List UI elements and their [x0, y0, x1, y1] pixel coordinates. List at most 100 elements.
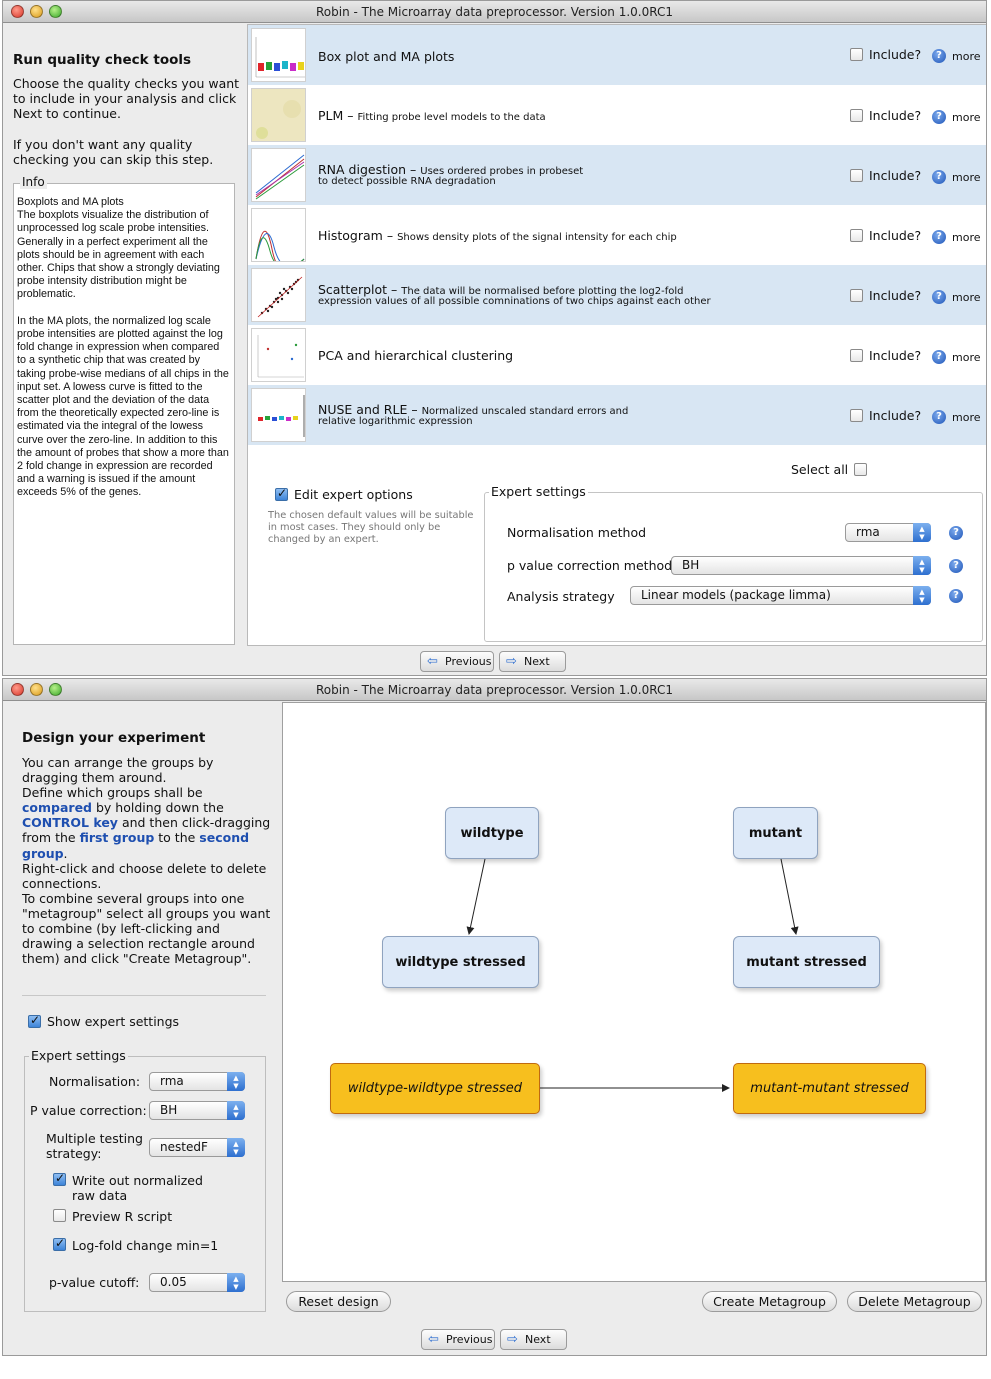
include-label: Include? [869, 408, 922, 423]
more-label: more [952, 170, 981, 184]
quality-check-list: Box plot and MA plots Include? ?more PLM… [247, 24, 986, 646]
show-expert-settings-row[interactable]: Show expert settings [28, 1013, 179, 1029]
write-out-checkbox[interactable] [53, 1171, 66, 1186]
edit-expert-label: Edit expert options [294, 487, 413, 502]
normalisation-select[interactable]: rma ▲▼ [845, 523, 931, 542]
qc-description: Uses ordered probes in probeset [420, 166, 584, 177]
include-checkbox[interactable] [850, 48, 863, 61]
minimize-window-button[interactable] [30, 683, 43, 696]
boxplot-thumbnail [251, 28, 306, 82]
previous-button[interactable]: ⇦Previous [421, 1329, 495, 1350]
include-checkbox-row[interactable]: Include? [850, 47, 921, 62]
select-arrows-icon: ▲▼ [913, 586, 931, 605]
normalisation-select[interactable]: rma▲▼ [149, 1072, 245, 1091]
multiple-testing-value: nestedF [160, 1140, 208, 1154]
select-all-checkbox[interactable] [854, 463, 868, 476]
more-link[interactable]: ?more [932, 110, 981, 124]
qc-description: Shows density plots of the signal intens… [397, 232, 677, 243]
next-button[interactable]: ⇨Next [499, 651, 566, 672]
edge-wildtype-to-wildtype-stressed[interactable] [466, 858, 486, 935]
more-link[interactable]: ?more [932, 230, 981, 244]
more-link[interactable]: ? more [932, 410, 981, 424]
include-checkbox[interactable] [850, 109, 863, 122]
next-button[interactable]: ⇨Next [500, 1329, 567, 1350]
qc-row-rna-digestion: RNA digestion – Uses ordered probes in p… [248, 145, 986, 205]
design-canvas[interactable]: wildtype mutant wildtype stressed mutant… [282, 702, 986, 1282]
more-label: more [952, 350, 981, 364]
show-expert-checkbox[interactable] [28, 1013, 41, 1028]
include-checkbox-row[interactable]: Include? [850, 288, 921, 303]
pvalue-correction-select[interactable]: BH▲▼ [671, 556, 931, 575]
analysis-strategy-value: Linear models (package limma) [641, 588, 831, 602]
close-window-button[interactable] [11, 5, 24, 18]
include-checkbox[interactable] [850, 409, 863, 422]
more-label: more [952, 290, 981, 304]
qc-description: Normalized unscaled standard errors and [421, 406, 629, 417]
write-out-label: Write out normalized raw data [72, 1173, 203, 1203]
previous-button[interactable]: ⇦Previous [420, 651, 494, 672]
log-fold-change-checkbox[interactable] [53, 1236, 66, 1251]
skip-text: If you don't want any quality checking y… [13, 137, 214, 167]
close-window-button[interactable] [11, 683, 24, 696]
window-title: Robin - The Microarray data preprocessor… [315, 5, 674, 19]
select-arrows-icon: ▲▼ [913, 523, 931, 542]
select-all-checkbox-row[interactable]: Select all [791, 462, 868, 477]
preview-r-script-row[interactable]: Preview R script [53, 1209, 172, 1224]
group-node-wildtype-stressed[interactable]: wildtype stressed [382, 936, 539, 988]
include-checkbox[interactable] [850, 289, 863, 302]
more-label: more [952, 410, 981, 424]
pvalue-cutoff-select[interactable]: 0.05▲▼ [149, 1273, 245, 1292]
pvalue-correction-select[interactable]: BH▲▼ [149, 1101, 245, 1120]
include-checkbox[interactable] [850, 229, 863, 242]
edit-expert-checkbox[interactable] [275, 486, 288, 501]
divider [22, 995, 266, 996]
expert-settings-box: Expert settings Normalisation: rma▲▼ P v… [24, 1048, 266, 1312]
minimize-window-button[interactable] [30, 5, 43, 18]
reset-design-button[interactable]: Reset design [286, 1291, 391, 1312]
group-node-mutant-stressed[interactable]: mutant stressed [733, 936, 880, 988]
qc-description-line2: to detect possible RNA degradation [318, 176, 496, 187]
edge-mutant-to-mutant-stressed[interactable] [780, 858, 799, 935]
more-link[interactable]: ?more [932, 49, 981, 63]
include-checkbox-row[interactable]: Include? [850, 108, 921, 123]
help-icon: ? [932, 410, 946, 424]
normalisation-value: rma [160, 1074, 184, 1088]
normalisation-value: rma [856, 525, 880, 539]
preview-r-script-checkbox[interactable] [53, 1209, 66, 1222]
help-icon[interactable]: ? [949, 589, 963, 603]
metagroup-mutant[interactable]: mutant-mutant stressed [733, 1063, 926, 1114]
group-node-wildtype[interactable]: wildtype [445, 807, 539, 859]
metagroup-wildtype[interactable]: wildtype-wildtype stressed [330, 1063, 540, 1114]
expert-settings-label: Expert settings [29, 1048, 128, 1063]
analysis-strategy-label: Analysis strategy [507, 589, 615, 604]
group-node-mutant[interactable]: mutant [733, 807, 818, 859]
info-text: Boxplots and MA plots The boxplots visua… [17, 196, 229, 499]
more-link[interactable]: ?more [932, 170, 981, 184]
more-label: more [952, 230, 981, 244]
instructions-text: You can arrange the groups by dragging t… [22, 755, 271, 967]
zoom-window-button[interactable] [49, 683, 62, 696]
include-checkbox[interactable] [850, 349, 863, 362]
write-out-row[interactable]: Write out normalized raw data [53, 1171, 212, 1203]
edit-expert-options-row[interactable]: Edit expert options [275, 486, 413, 502]
log-fold-change-row[interactable]: Log-fold change min=1 [53, 1236, 218, 1253]
include-checkbox-row[interactable]: Include? [850, 228, 921, 243]
include-checkbox-row[interactable]: Include? [850, 168, 921, 183]
include-checkbox-row[interactable]: Include? [850, 348, 921, 363]
more-link[interactable]: ?more [932, 350, 981, 364]
more-link[interactable]: ?more [932, 290, 981, 304]
include-label: Include? [869, 108, 922, 123]
create-metagroup-button[interactable]: Create Metagroup [702, 1291, 837, 1312]
pvalue-correction-label: P value correction: [30, 1103, 147, 1118]
delete-metagroup-button[interactable]: Delete Metagroup [847, 1291, 982, 1312]
pvalue-correction-value: BH [160, 1103, 178, 1117]
analysis-strategy-select[interactable]: Linear models (package limma) ▲▼ [630, 586, 931, 605]
zoom-window-button[interactable] [49, 5, 62, 18]
help-icon[interactable]: ? [949, 559, 963, 573]
multiple-testing-select[interactable]: nestedF▲▼ [149, 1138, 245, 1157]
page-title: Run quality check tools [13, 52, 192, 68]
left-panel: Design your experiment You can arrange t… [3, 702, 279, 1322]
include-checkbox-row[interactable]: Include? [850, 408, 921, 423]
help-icon[interactable]: ? [949, 526, 963, 540]
include-checkbox[interactable] [850, 169, 863, 182]
